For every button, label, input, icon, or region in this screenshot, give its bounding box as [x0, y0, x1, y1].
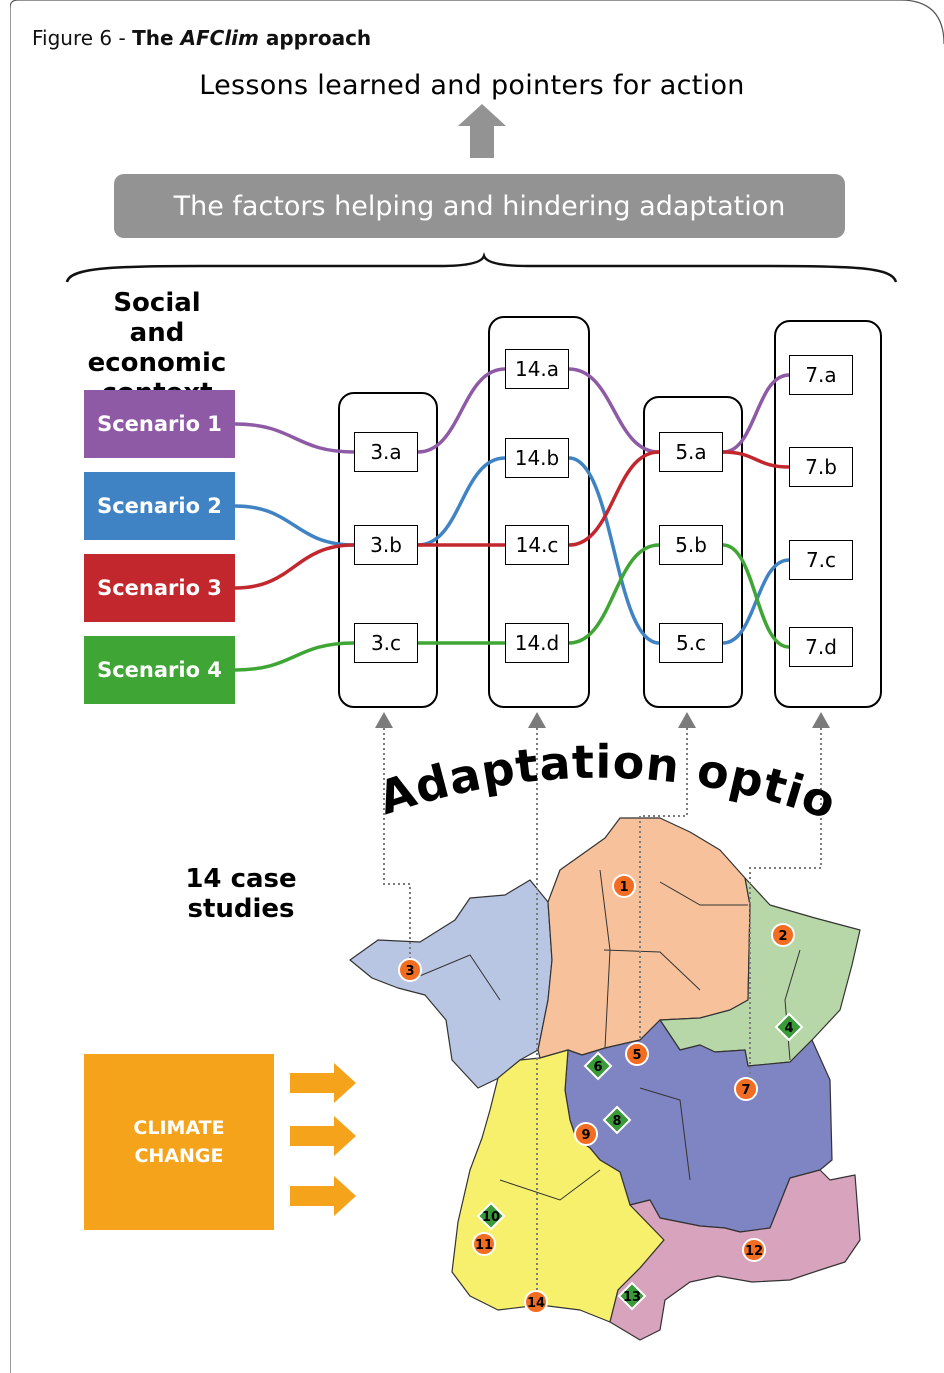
svg-text:14: 14: [527, 1296, 545, 1311]
option-column-3: [643, 396, 743, 708]
map-internal-border: [499, 1169, 601, 1201]
option-5-b: 5.b: [659, 525, 723, 565]
option-7-b: 7.b: [789, 447, 853, 487]
scenario-1-box: Scenario 1: [84, 390, 235, 458]
scenario-4-flow: [234, 641, 355, 672]
scenario-2-flow: [417, 456, 506, 547]
svg-text:8: 8: [612, 1114, 621, 1129]
svg-text:11: 11: [475, 1238, 493, 1253]
adaptation-option-label: Adaptation option: [0, 0, 842, 830]
option-7-c: 7.c: [789, 540, 853, 580]
case-study-marker-14: 14: [524, 1290, 548, 1314]
scenario-1-flow: [568, 367, 660, 454]
scenario-3-flow: [722, 450, 790, 469]
map-region-southeast: [609, 1169, 861, 1341]
scenario-1-flow: [417, 367, 506, 454]
case-study-marker-6: 6: [583, 1051, 613, 1081]
option-column-2: [488, 316, 590, 708]
option-5-a: 5.a: [659, 432, 723, 472]
leader-3: [383, 728, 411, 962]
option-column-1: [338, 392, 438, 708]
scenario-4-box: Scenario 4: [84, 636, 235, 704]
leader-5: [639, 728, 688, 1048]
case-study-marker-7: 7: [734, 1077, 758, 1101]
option-5-c: 5.c: [659, 623, 723, 663]
map-internal-border: [659, 881, 748, 906]
context-label: Social and economic context: [87, 288, 227, 408]
leader-5-arrowhead: [678, 712, 696, 728]
scenario-2-flow: [234, 504, 355, 547]
option-column-4: [774, 320, 882, 708]
figure-frame: [10, 0, 944, 1373]
lessons-heading: Lessons learned and pointers for action: [199, 70, 745, 101]
scenario-1-flow: [722, 373, 790, 454]
svg-text:1: 1: [619, 880, 628, 895]
scenario-2-box: Scenario 2: [84, 472, 235, 540]
case-study-marker-12: 12: [742, 1238, 766, 1262]
case-study-marker-5: 5: [625, 1042, 649, 1066]
svg-text:4: 4: [784, 1021, 793, 1036]
svg-text:Adaptation option: Adaptation option: [0, 0, 842, 830]
leader-7: [749, 728, 822, 1080]
leader-14-arrowhead: [528, 712, 546, 728]
case-study-marker-13: 13: [617, 1281, 647, 1311]
factors-banner: The factors helping and hindering adapta…: [114, 174, 845, 238]
option-14-a: 14.a: [505, 349, 569, 389]
svg-text:3: 3: [405, 964, 414, 979]
option-7-d: 7.d: [789, 627, 853, 667]
option-7-a: 7.a: [789, 355, 853, 395]
scenario-3-flow: [568, 450, 660, 547]
case-study-marker-9: 9: [574, 1122, 598, 1146]
case-study-marker-1: 1: [612, 874, 636, 898]
figure-caption: Figure 6 - The AFClim approach: [32, 26, 372, 50]
svg-text:6: 6: [593, 1060, 602, 1075]
scenario-4-flow: [568, 543, 660, 645]
climate-change-box: CLIMATE CHANGE: [84, 1054, 274, 1230]
svg-text:2: 2: [778, 929, 787, 944]
map-internal-border: [639, 1087, 691, 1181]
option-3-a: 3.a: [354, 432, 418, 472]
case-study-marker-10: 10: [476, 1201, 506, 1231]
option-14-d: 14.d: [505, 623, 569, 663]
scenario-3-flow: [234, 543, 355, 590]
case-study-marker-3: 3: [398, 958, 422, 982]
option-3-c: 3.c: [354, 623, 418, 663]
svg-text:7: 7: [741, 1083, 750, 1098]
option-14-b: 14.b: [505, 438, 569, 478]
svg-text:13: 13: [623, 1290, 641, 1305]
map-internal-border: [409, 954, 501, 1001]
leader-7-arrowhead: [812, 712, 830, 728]
svg-text:10: 10: [482, 1210, 500, 1225]
map-internal-border: [603, 949, 701, 991]
case-study-marker-2: 2: [771, 923, 795, 947]
leader-3-arrowhead: [375, 712, 393, 728]
case-study-marker-8: 8: [602, 1105, 632, 1135]
case-studies-label: 14 case studies: [185, 864, 297, 924]
svg-text:12: 12: [745, 1244, 763, 1259]
svg-text:5: 5: [632, 1048, 641, 1063]
svg-text:9: 9: [581, 1128, 590, 1143]
scenario-4-flow: [722, 543, 790, 649]
scenario-1-flow: [234, 422, 355, 454]
option-3-b: 3.b: [354, 525, 418, 565]
scenario-3-box: Scenario 3: [84, 554, 235, 622]
scenario-2-flow: [568, 456, 660, 645]
case-study-marker-4: 4: [774, 1012, 804, 1042]
climate-arrow: [290, 1063, 356, 1216]
option-14-c: 14.c: [505, 525, 569, 565]
case-study-marker-11: 11: [472, 1232, 496, 1256]
